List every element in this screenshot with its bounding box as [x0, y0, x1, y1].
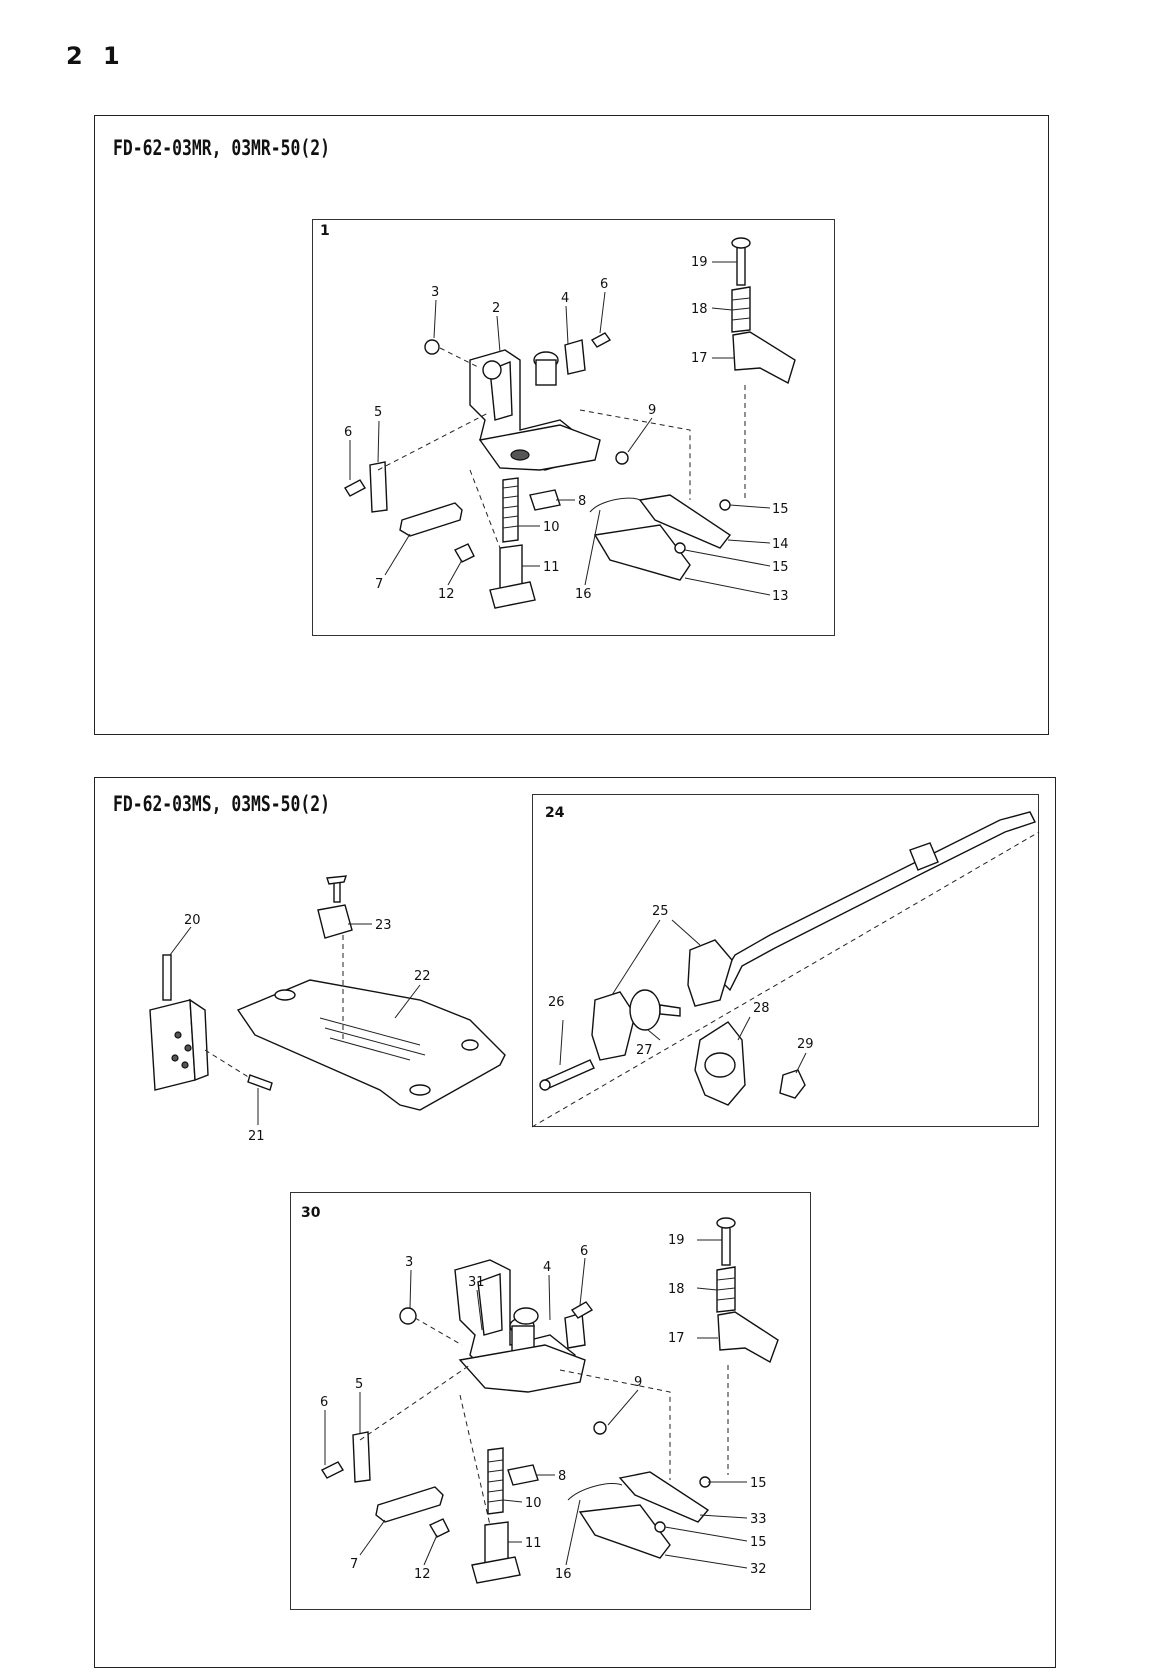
callout-6-top: 6 — [600, 277, 608, 292]
inset-24-callouts: 25 26 27 28 29 — [548, 904, 814, 1073]
inset-30-callouts: 3 31 4 6 5 6 9 7 12 8 10 11 16 15 33 15 … — [320, 1233, 767, 1582]
callout-19-b: 19 — [668, 1233, 685, 1248]
callout-17-b: 17 — [668, 1331, 685, 1346]
callout-32: 32 — [750, 1562, 767, 1577]
callout-9: 9 — [648, 403, 656, 418]
callout-6-b-top: 6 — [580, 1244, 588, 1259]
callout-20: 20 — [184, 913, 201, 928]
callout-22: 22 — [414, 969, 431, 984]
presser-foot-assembly-top — [345, 238, 795, 608]
callout-28: 28 — [753, 1001, 770, 1016]
callout-19: 19 — [691, 255, 708, 270]
callout-8: 8 — [578, 494, 586, 509]
callout-15-b: 15 — [772, 560, 789, 575]
callout-3-b: 3 — [405, 1255, 413, 1270]
callout-4-b: 4 — [543, 1260, 551, 1275]
callout-26: 26 — [548, 995, 565, 1010]
callout-18: 18 — [691, 302, 708, 317]
callout-15-b-b: 15 — [750, 1535, 767, 1550]
callout-6-left: 6 — [344, 425, 352, 440]
callout-33: 33 — [750, 1512, 767, 1527]
callout-12-b: 12 — [414, 1567, 431, 1582]
callout-11: 11 — [543, 560, 560, 575]
callout-15-b-a: 15 — [750, 1476, 767, 1491]
callout-6-b-left: 6 — [320, 1395, 328, 1410]
callout-9-b: 9 — [634, 1375, 642, 1390]
callout-23: 23 — [375, 918, 392, 933]
callout-11-b: 11 — [525, 1536, 542, 1551]
callout-3: 3 — [431, 285, 439, 300]
callout-18-b: 18 — [668, 1282, 685, 1297]
callout-4: 4 — [561, 291, 569, 306]
callout-2: 2 — [492, 301, 500, 316]
callout-29: 29 — [797, 1037, 814, 1052]
callout-25: 25 — [652, 904, 669, 919]
callout-17: 17 — [691, 351, 708, 366]
callout-12: 12 — [438, 587, 455, 602]
callout-16-b: 16 — [555, 1567, 572, 1582]
callout-21: 21 — [248, 1129, 265, 1144]
feed-dog-and-plate — [150, 876, 505, 1110]
shaft-assembly — [532, 812, 1039, 1127]
callout-7: 7 — [375, 577, 383, 592]
callout-13: 13 — [772, 589, 789, 604]
callout-5-b: 5 — [355, 1377, 363, 1392]
callout-31: 31 — [468, 1275, 485, 1290]
callout-16: 16 — [575, 587, 592, 602]
callout-27: 27 — [636, 1043, 653, 1058]
callout-7-b: 7 — [350, 1557, 358, 1572]
callout-10: 10 — [543, 520, 560, 535]
callout-5: 5 — [374, 405, 382, 420]
callout-10-b: 10 — [525, 1496, 542, 1511]
callout-14: 14 — [772, 537, 789, 552]
callout-8-b: 8 — [558, 1469, 566, 1484]
callout-15-a: 15 — [772, 502, 789, 517]
